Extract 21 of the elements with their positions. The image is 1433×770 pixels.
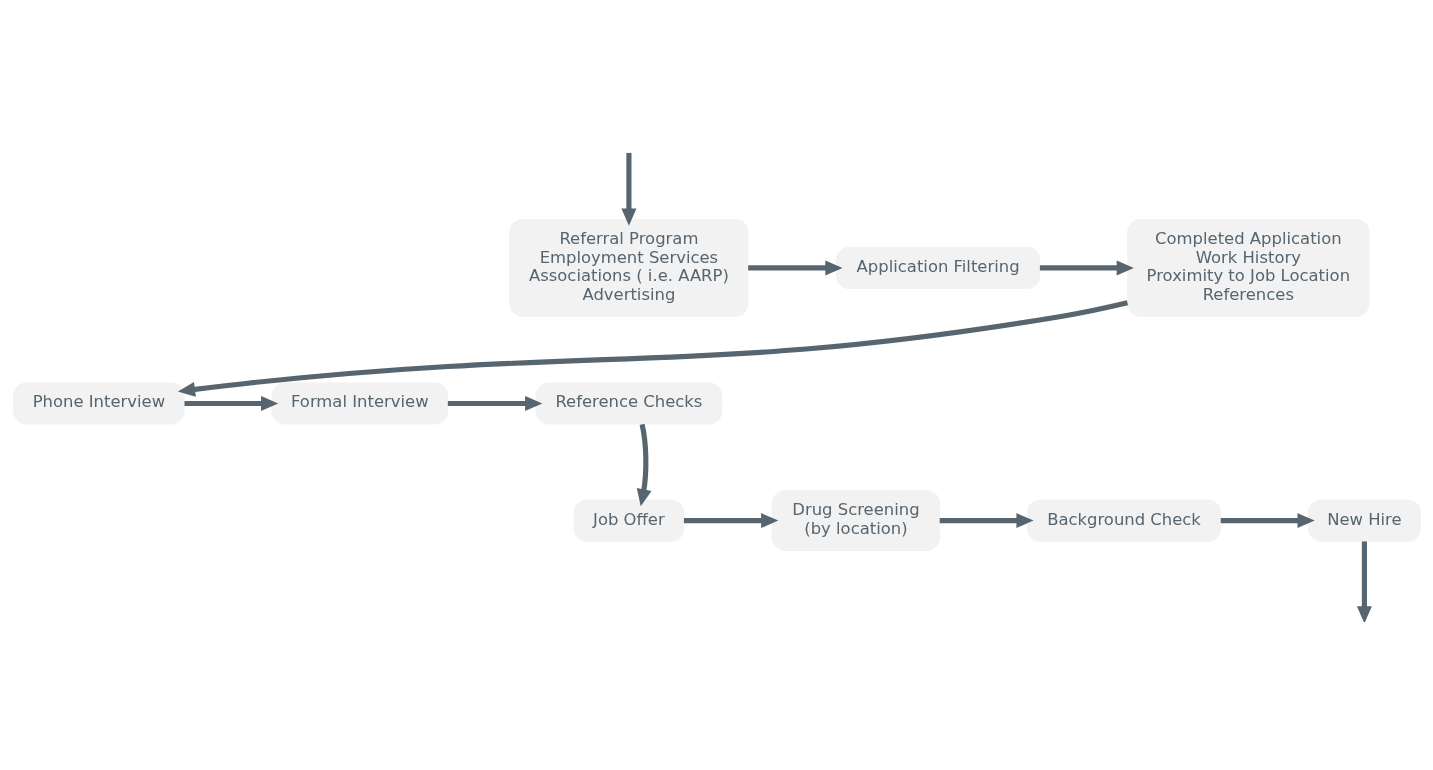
node-box: Formal Interview <box>270 382 448 425</box>
arrow <box>939 513 1034 529</box>
node-box: Background Check <box>1026 499 1221 542</box>
node-box: Referral Program Employment Services Associations ( i.e. AARP) Advertising <box>508 219 749 317</box>
arrow <box>747 260 842 276</box>
node-box: Application Filtering <box>835 246 1040 289</box>
arrow <box>620 152 636 226</box>
arrow <box>683 513 778 529</box>
node-box: Reference Checks <box>534 382 722 425</box>
arrow <box>447 395 542 412</box>
arrow <box>1356 541 1372 622</box>
arrow <box>1220 513 1315 529</box>
node-box: Phone Interview <box>12 382 185 425</box>
arrow <box>1039 260 1134 276</box>
arrow <box>184 395 278 412</box>
node-box: Job Offer <box>572 499 684 542</box>
node-box: Drug Screening (by location) <box>771 490 940 551</box>
arrow <box>636 423 651 507</box>
node-box: Completed Application Work History Proximity to Job Location References <box>1126 219 1370 317</box>
arrow <box>177 300 1128 397</box>
node-box: New Hire <box>1307 499 1421 542</box>
